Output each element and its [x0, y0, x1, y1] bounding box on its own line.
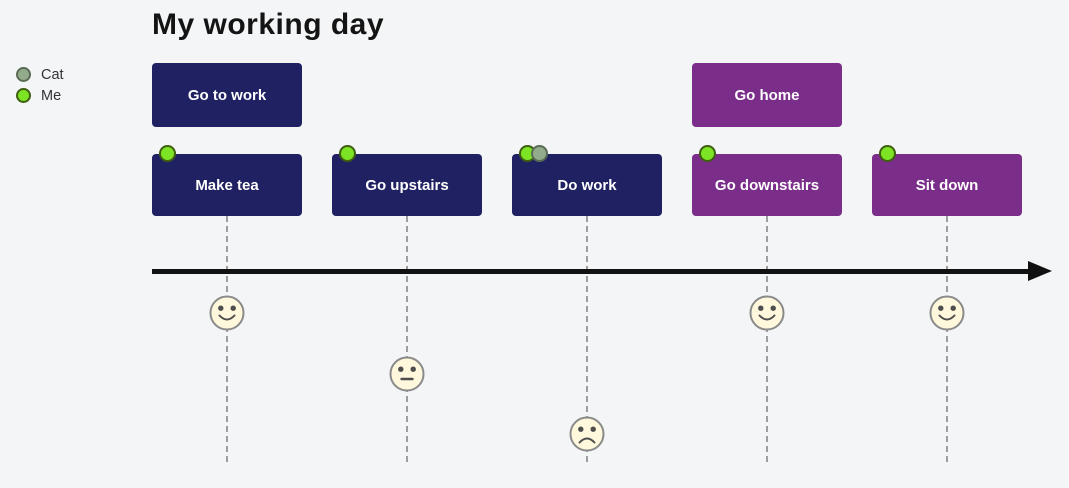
- task-label: Do work: [557, 176, 617, 194]
- task-dropline: [586, 216, 588, 462]
- legend-label: Me: [41, 87, 62, 104]
- task-box: Do work: [512, 154, 662, 216]
- task-dropline: [406, 216, 408, 462]
- task-box: Make tea: [152, 154, 302, 216]
- section-label: Go home: [734, 86, 800, 104]
- mood-face-sad-icon: [567, 414, 607, 454]
- task-actor-dot-icon: [339, 145, 356, 162]
- mood-face-happy-icon: [207, 293, 247, 333]
- timeline-arrowhead-icon: [1028, 261, 1052, 281]
- legend-item: Cat: [16, 65, 64, 84]
- task-actor-dot-icon: [699, 145, 716, 162]
- task-actor-dot-icon: [879, 145, 896, 162]
- task-dropline: [226, 216, 228, 462]
- task-dropline: [766, 216, 768, 462]
- mood-face-neutral-icon: [387, 354, 427, 394]
- task-box: Sit down: [872, 154, 1022, 216]
- section-box: Go home: [692, 63, 842, 127]
- mood-face-happy-icon: [747, 293, 787, 333]
- actor-dot-icon: [16, 67, 31, 82]
- actor-dot-icon: [16, 88, 31, 103]
- legend-label: Cat: [41, 66, 64, 83]
- diagram-title: My working day: [152, 8, 385, 41]
- legend-item: Me: [16, 86, 64, 105]
- task-label: Go downstairs: [714, 176, 820, 194]
- task-label: Sit down: [915, 176, 979, 194]
- task-box: Go upstairs: [332, 154, 482, 216]
- task-label: Make tea: [195, 176, 259, 194]
- mood-face-happy-icon: [927, 293, 967, 333]
- task-box: Go downstairs: [692, 154, 842, 216]
- task-actor-dot-icon: [159, 145, 176, 162]
- task-actor-dot-icon: [531, 145, 548, 162]
- task-dropline: [946, 216, 948, 462]
- task-label: Go upstairs: [365, 176, 449, 194]
- section-box: Go to work: [152, 63, 302, 127]
- timeline-axis: [152, 269, 1030, 274]
- section-label: Go to work: [187, 86, 267, 104]
